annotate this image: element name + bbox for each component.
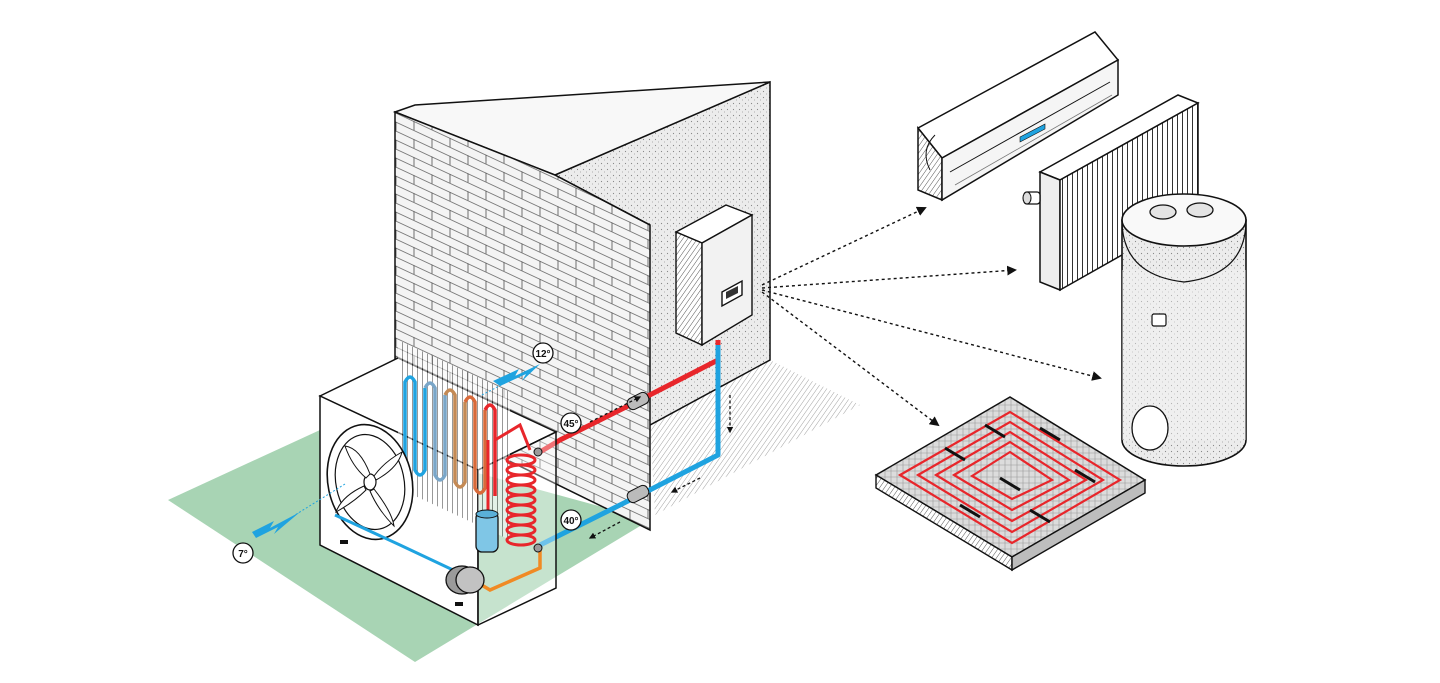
temp-label-supply-text: 45° xyxy=(563,419,578,430)
temp-label-supply: 45° xyxy=(560,412,582,434)
control-unit-icon xyxy=(674,204,754,347)
arrow-to-water-tank xyxy=(761,289,1102,381)
heating-loops xyxy=(897,410,1123,545)
arrow-to-radiator xyxy=(761,265,1017,289)
exhaust-air-arrow xyxy=(252,483,346,538)
temp-label-return-text: 40° xyxy=(563,516,578,527)
temp-label-return: 40° xyxy=(560,509,582,531)
split-ac-icon xyxy=(916,31,1120,202)
radiator-valve xyxy=(1022,191,1041,205)
temp-label-outdoor: 7° xyxy=(232,542,254,564)
water-tank-icon xyxy=(1121,193,1247,467)
receiver-tank xyxy=(475,509,499,553)
air-flow-arrow-icon xyxy=(479,364,540,397)
compressor-icon xyxy=(445,565,485,595)
outdoor-unit xyxy=(318,340,558,627)
underfloor-heating-icon xyxy=(874,396,1147,572)
radiator-icon xyxy=(1022,94,1200,292)
temp-label-indoor: 12° xyxy=(532,342,554,364)
condenser-coil-icon xyxy=(398,340,510,540)
temp-label-outdoor-text: 7° xyxy=(238,549,248,560)
flow-arrows xyxy=(588,395,734,539)
arrow-to-underfloor xyxy=(761,291,940,427)
wall-shadow xyxy=(650,360,860,515)
arrow-to-split-ac xyxy=(761,206,927,286)
fan-icon xyxy=(326,423,414,541)
heat-exchanger-coil xyxy=(505,453,537,547)
temp-label-indoor-text: 12° xyxy=(535,349,550,360)
distribution-arrows xyxy=(761,206,1102,427)
